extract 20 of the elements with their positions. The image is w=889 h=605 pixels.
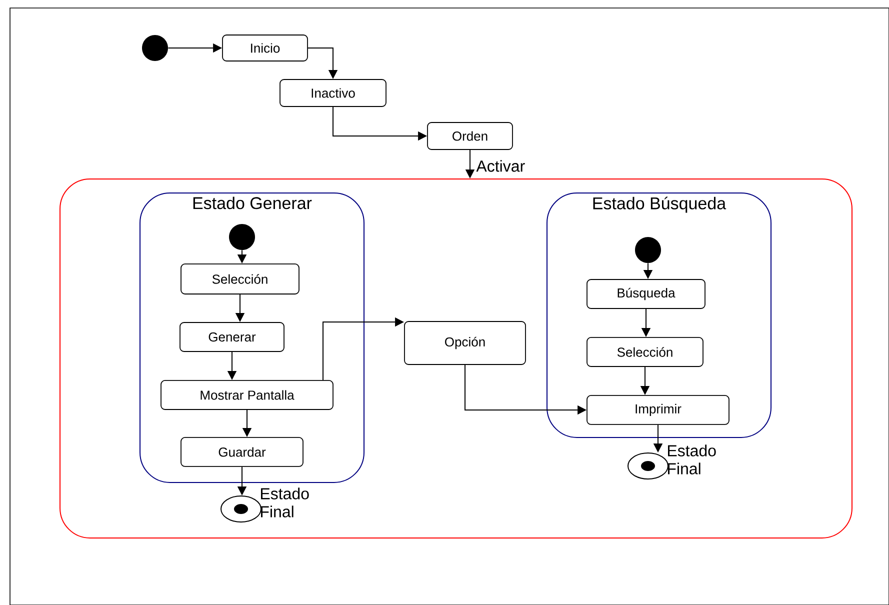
final-state [220, 495, 262, 522]
state-box: Imprimir [586, 395, 730, 425]
state-box: Orden [427, 122, 513, 150]
state-box: Selección [586, 337, 704, 367]
state-box: Opción [404, 321, 526, 365]
state-label: Estado Final [668, 444, 716, 474]
state-box: Mostrar Pantalla [160, 380, 334, 410]
state-box: Guardar [180, 437, 304, 467]
initial-state [142, 35, 168, 61]
initial-state [229, 224, 255, 250]
final-state [628, 452, 668, 480]
state-box: Generar [180, 322, 284, 352]
initial-state [635, 237, 661, 263]
state-label: Estado Final [261, 488, 309, 518]
state-box: Búsqueda [586, 279, 706, 309]
state-box: Inicio [222, 34, 308, 62]
composite-region [60, 178, 852, 538]
state-box: Inactivo [280, 79, 386, 107]
state-box: Selección [180, 264, 300, 294]
edge-label: Activar [475, 159, 526, 173]
